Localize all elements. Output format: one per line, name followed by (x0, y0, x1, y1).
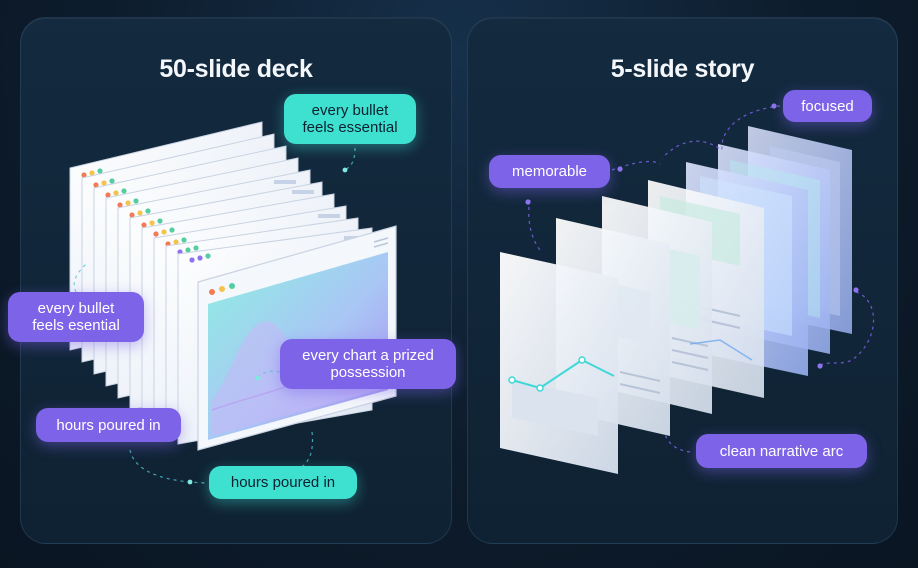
story-stack (500, 126, 852, 474)
deck-title: 50-slide deck (159, 55, 313, 83)
connector-dot (187, 479, 193, 485)
callout-every-chart: every chart a prized possession (280, 339, 456, 389)
connector-dot (525, 199, 531, 205)
callout-hours-left: hours poured in (36, 408, 181, 442)
slide-stack (69, 121, 397, 451)
callout-focused: focused (783, 90, 872, 122)
callout-every-bullet-left: every bullet feels esential (8, 292, 144, 342)
connector-dot (255, 375, 261, 381)
connector-dot (853, 287, 859, 293)
connector-dot (771, 103, 777, 109)
callout-clean-narrative-arc: clean narrative arc (696, 434, 867, 468)
story-connectors (528, 105, 875, 453)
connector-dot (817, 363, 823, 369)
story-slide-front (500, 252, 618, 474)
connector-dot (342, 167, 348, 173)
callout-every-bullet-top: every bullet feels essential (284, 94, 416, 144)
story-title: 5-slide story (610, 55, 755, 83)
connector-dot (617, 166, 623, 172)
callout-memorable: memorable (489, 155, 610, 188)
callout-hours-bottom: hours poured in (209, 466, 357, 499)
